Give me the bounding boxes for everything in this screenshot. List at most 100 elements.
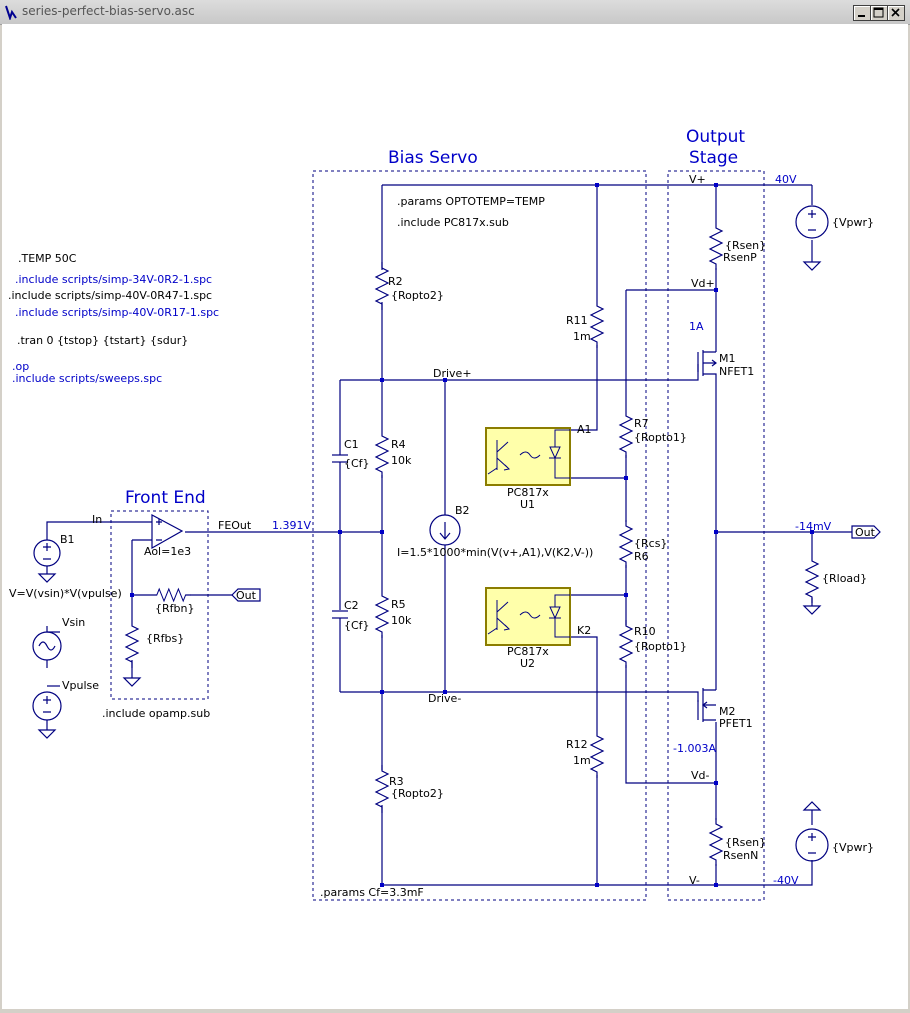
port-flags <box>231 525 881 602</box>
label-r5: R5 <box>391 598 406 611</box>
value-r12: 1m <box>573 754 591 767</box>
label-rsenp: RsenP <box>723 251 757 264</box>
label-r11: R11 <box>566 314 588 327</box>
u2-model: PC817x <box>507 645 549 658</box>
maximize-button[interactable] <box>870 5 888 21</box>
dashed-boxes <box>110 170 765 901</box>
value-rsenp: {Rsen} <box>725 239 766 252</box>
include-pc817: .include PC817x.sub <box>397 216 509 229</box>
value-r2: {Ropto2} <box>391 289 444 302</box>
label-r7: R7 <box>634 417 649 430</box>
minimize-button[interactable] <box>853 5 871 21</box>
resistors <box>125 221 819 867</box>
value-r3: {Ropto2} <box>391 787 444 800</box>
optocoupler-u2 <box>485 587 571 646</box>
model-m1: NFET1 <box>719 365 754 378</box>
value-rfbn: {Rfbn} <box>155 602 194 615</box>
params-optotemp: .params OPTOTEMP=TEMP <box>397 195 545 208</box>
opamp-aol: Aol=1e3 <box>144 545 191 558</box>
net-feout: FEOut <box>218 519 252 532</box>
include-40v-0r47: .include scripts/simp-40V-0R47-1.spc <box>8 289 212 302</box>
temp-directive: .TEMP 50C <box>18 252 77 265</box>
op-voltage-m40: -40V <box>773 874 799 887</box>
mosfet-m2 <box>697 688 716 722</box>
value-r11: 1m <box>573 330 591 343</box>
op-current-m1: 1A <box>689 320 704 333</box>
net-k2: K2 <box>577 624 591 637</box>
net-vminus: V- <box>689 874 700 887</box>
resistor-r11 <box>590 299 604 349</box>
title-bar[interactable]: series-perfect-bias-servo.asc <box>0 0 910 25</box>
value-rsenn: {Rsen} <box>725 836 766 849</box>
value-c1: {Cf} <box>344 457 370 470</box>
resistor-r4 <box>375 429 389 479</box>
section-output-1: Output <box>686 127 745 147</box>
value-r4: 10k <box>391 454 412 467</box>
net-vdminus: Vd- <box>691 769 710 782</box>
op-directive: .op <box>12 360 29 373</box>
include-sweeps: .include scripts/sweeps.spc <box>12 372 162 385</box>
label-r4: R4 <box>391 438 406 451</box>
label-b1: B1 <box>60 533 75 546</box>
label-m1: M1 <box>719 352 736 365</box>
value-rload: {Rload} <box>822 572 867 585</box>
section-front-end: Front End <box>125 488 206 508</box>
ground-symbols <box>37 261 822 811</box>
label-c2: C2 <box>344 599 359 612</box>
resistor-r6 <box>619 519 633 569</box>
capacitors <box>332 454 348 619</box>
close-button[interactable] <box>887 5 905 21</box>
junction-dots <box>130 183 814 887</box>
resistor-rload <box>805 554 819 604</box>
value-r10: {Ropto1} <box>634 640 687 653</box>
resistor-r5 <box>375 589 389 639</box>
label-b2: B2 <box>455 504 470 517</box>
u1-ref: U1 <box>520 498 535 511</box>
schematic-canvas[interactable]: .TEMP 50C .include scripts/simp-34V-0R2-… <box>2 24 908 1009</box>
params-cf: .params Cf=3.3mF <box>320 886 424 899</box>
model-m2: PFET1 <box>719 717 753 730</box>
op-voltage-out: -14mV <box>795 520 832 533</box>
port-out-fe-label: Out <box>236 589 257 602</box>
op-voltage-feout: 1.391V <box>272 519 311 532</box>
tran-directive: .tran 0 {tstop} {tstart} {sdur} <box>17 334 188 347</box>
schematic-drawing: .TEMP 50C .include scripts/simp-34V-0R2-… <box>8 127 881 901</box>
net-in: In <box>92 513 102 526</box>
resistor-r10 <box>619 619 633 669</box>
value-vpwr-bottom: {Vpwr} <box>832 841 874 854</box>
net-drive-plus: Drive+ <box>433 367 472 380</box>
value-c2: {Cf} <box>344 619 370 632</box>
label-rsenn: RsenN <box>723 849 758 862</box>
b2-expression: I=1.5*1000*min(V(v+,A1),V(K2,V-)) <box>397 546 593 559</box>
include-opamp: .include opamp.sub <box>102 707 210 720</box>
label-r10: R10 <box>634 625 656 638</box>
mosfet-m1 <box>697 350 717 385</box>
value-vpwr-top: {Vpwr} <box>832 216 874 229</box>
op-current-m2: -1.003A <box>673 742 716 755</box>
net-a1: A1 <box>577 423 592 436</box>
section-output-2: Stage <box>689 148 738 168</box>
resistor-rfbn <box>152 587 191 603</box>
u1-model: PC817x <box>507 486 549 499</box>
include-40v-0r17: .include scripts/simp-40V-0R17-1.spc <box>15 306 219 319</box>
net-drive-minus: Drive- <box>428 692 461 705</box>
resistor-r12 <box>590 729 604 779</box>
value-r6: {Rcs} <box>634 537 667 550</box>
u2-ref: U2 <box>520 657 535 670</box>
section-bias-servo: Bias Servo <box>388 148 478 168</box>
voltage-sources <box>32 205 829 862</box>
label-c1: C1 <box>344 438 359 451</box>
label-r12: R12 <box>566 738 588 751</box>
include-34v: .include scripts/simp-34V-0R2-1.spc <box>15 273 212 286</box>
label-m2: M2 <box>719 705 736 718</box>
op-voltage-40: 40V <box>775 173 797 186</box>
b1-expression: V=V(vsin)*V(vpulse) <box>9 587 122 600</box>
resistor-r7 <box>619 409 633 459</box>
label-vsin: Vsin <box>62 616 85 629</box>
optocoupler-u1 <box>485 427 571 486</box>
net-vplus: V+ <box>689 173 706 186</box>
resistor-rsenn <box>709 817 723 867</box>
opamp-front-end <box>151 514 184 550</box>
resistor-rsenp <box>709 221 723 271</box>
